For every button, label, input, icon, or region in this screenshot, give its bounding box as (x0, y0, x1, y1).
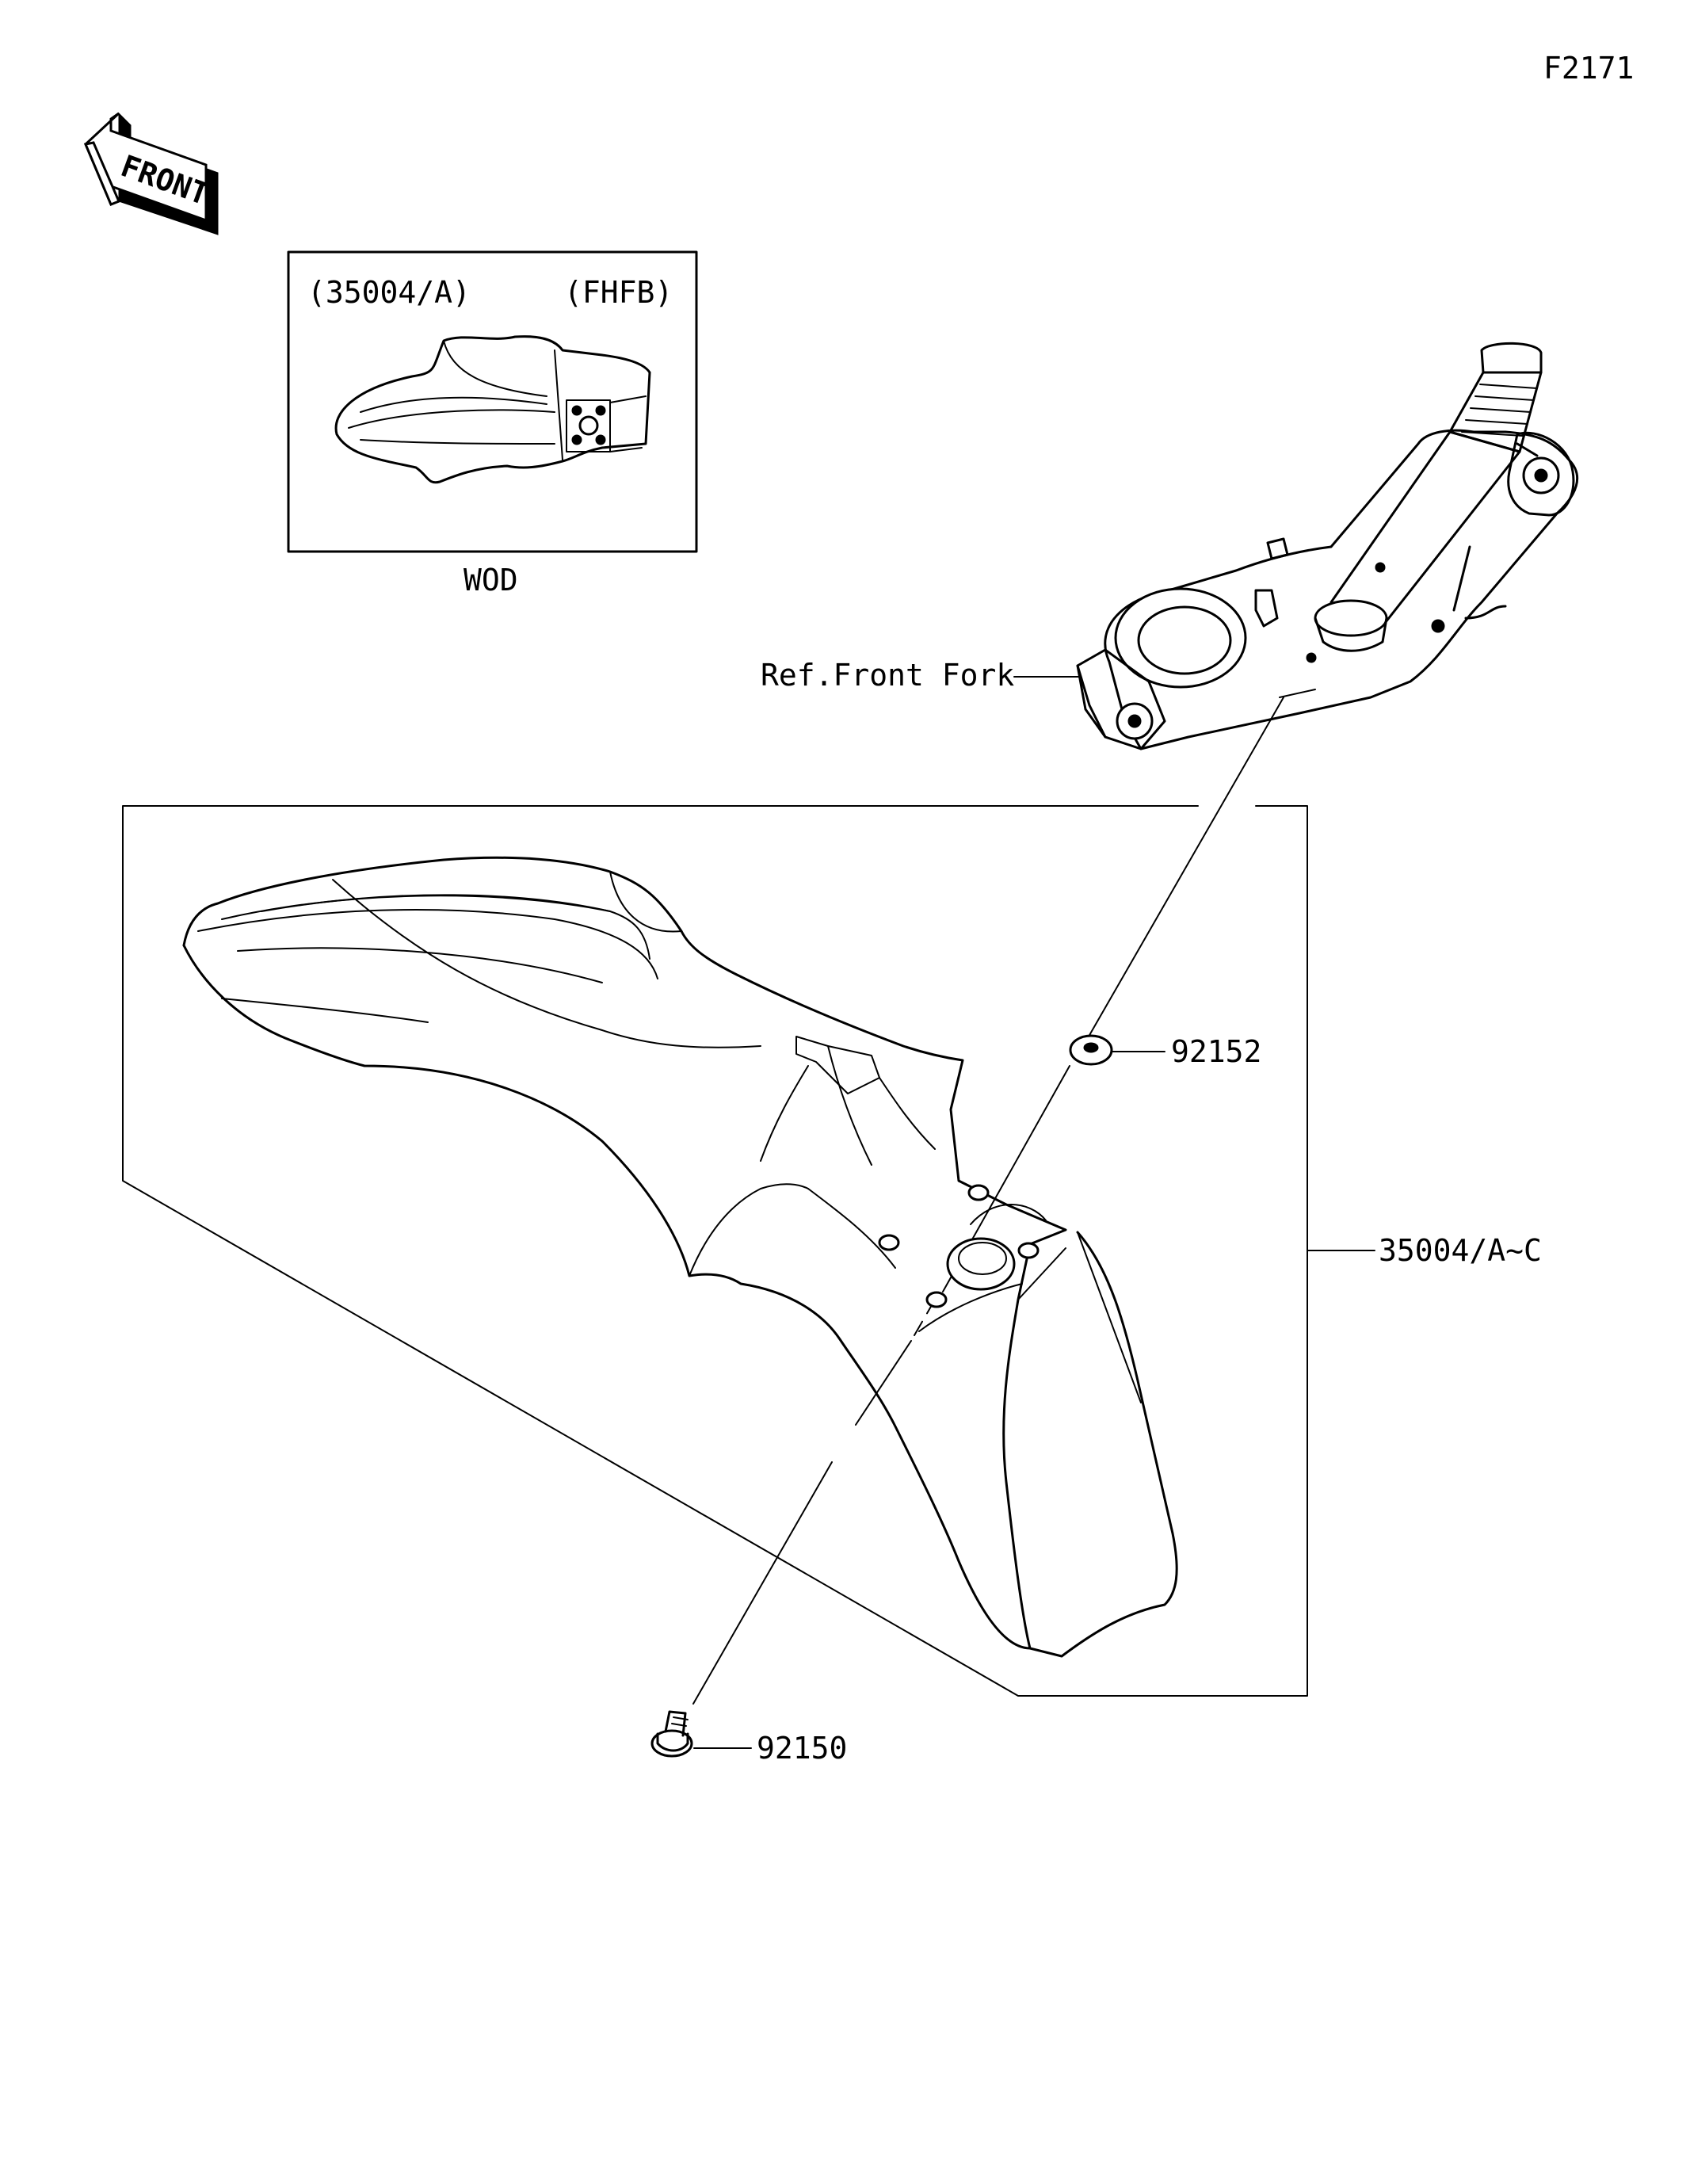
fender-callout: 35004/A~C (1379, 1233, 1542, 1268)
assembly-line (692, 697, 1284, 1705)
bolt-92150 (650, 1710, 693, 1758)
front-fork-callout: Ref.Front Fork (761, 658, 1014, 693)
front-fork-bracket (1076, 342, 1579, 750)
figure-code: F2171 (1543, 51, 1634, 86)
inset-color-code: (FHFB) (564, 275, 673, 310)
front-fender-illustration (182, 856, 1178, 1658)
inset-panel: (35004/A) (FHFB) WOD (287, 250, 698, 598)
washer-callout: 92152 (1171, 1034, 1261, 1069)
inset-fender-illustration (334, 335, 651, 484)
inset-part-ref: (35004/A) (307, 275, 471, 310)
bolt-callout: 92150 (757, 1731, 847, 1766)
fender-frame (122, 805, 1308, 1697)
washer-92152 (1069, 1034, 1113, 1066)
front-arrow-icon: FRONT (83, 112, 219, 235)
inset-caption: WOD (464, 563, 518, 598)
